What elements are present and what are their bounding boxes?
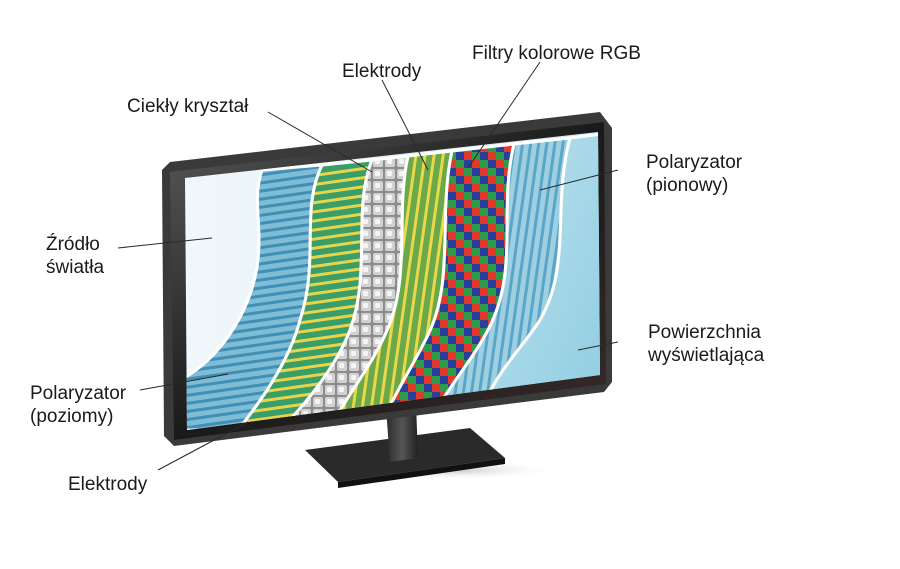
label-polarizer-vertical: Polaryzator (pionowy) — [646, 152, 743, 196]
callout-polarizer-vertical — [539, 169, 619, 191]
callout-display-surface — [577, 341, 619, 351]
callout-electrodes-top — [381, 79, 429, 171]
screen-layers — [185, 132, 600, 430]
callout-rgb-filters — [467, 61, 541, 169]
label-liquid-crystal: Ciekły kryształ — [127, 96, 249, 117]
label-display-surface: Powierzchnia wyświetlająca — [648, 322, 765, 366]
label-polarizer-horizontal: Polaryzator (poziomy) — [30, 383, 127, 427]
callout-light-source — [117, 237, 213, 249]
stand-base-edge — [338, 458, 505, 488]
callout-polarizer-horizontal — [139, 373, 229, 391]
label-light-source: Źródło światła — [46, 234, 105, 278]
label-electrodes-bottom: Elektrody — [68, 474, 148, 495]
callout-electrodes-bottom — [157, 421, 249, 471]
label-electrodes-top: Elektrody — [342, 61, 422, 82]
label-rgb-filters: Filtry kolorowe RGB — [472, 43, 641, 64]
stand-neck — [386, 404, 418, 462]
callout-liquid-crystal — [267, 111, 373, 173]
